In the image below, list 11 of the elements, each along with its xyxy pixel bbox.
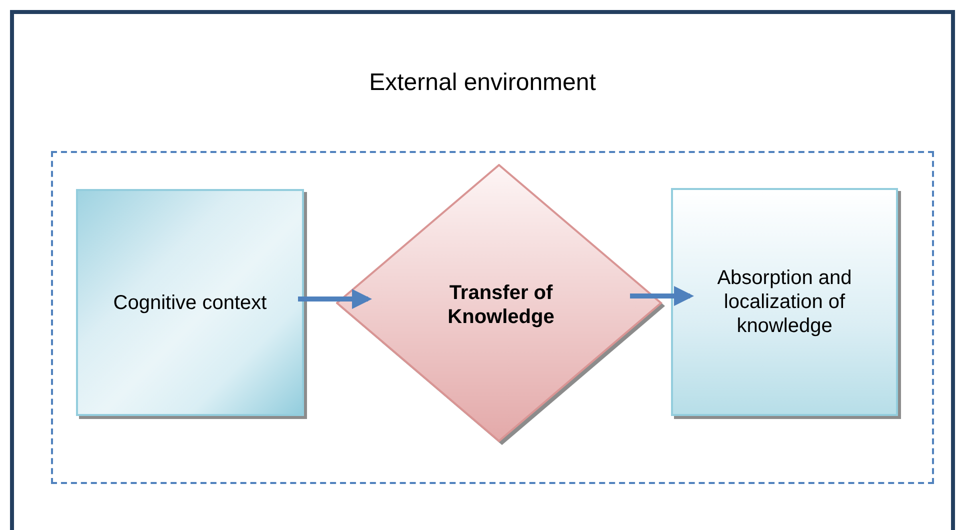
process-box [671, 188, 898, 416]
arrow [298, 289, 372, 309]
node-label: Cognitive context [112, 290, 268, 314]
environment-frame [10, 10, 955, 530]
node-label: Transfer of Knowledge [446, 281, 556, 329]
arrow [630, 286, 694, 306]
frame-title: External environment [368, 69, 597, 97]
decision-diamond [336, 164, 666, 446]
node-label: Absorption and localization of knowledge [716, 266, 853, 338]
process-box [76, 189, 304, 416]
dashed-boundary [51, 151, 934, 484]
